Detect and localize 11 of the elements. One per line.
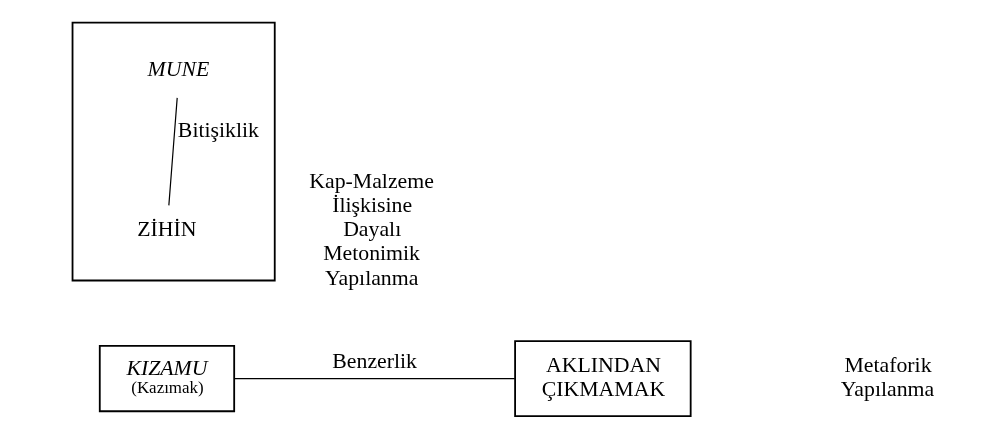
node-box: KIZAMU (Kazımak) [98,344,235,413]
edge-label: Bitişiklik [177,117,259,142]
node-box: AKLINDAN ÇIKMAMAK [513,340,692,418]
cluster [71,21,276,282]
label: Kap-Malzeme İlişkisine Dayalı Metonimik Yapılanma [308,168,434,290]
node-text: ZİHİN [136,217,197,242]
connector [167,97,178,206]
node-text: MUNE [147,57,209,82]
edge-label: Benzerlik [331,349,417,374]
connector [233,377,515,380]
label: Metaforik Yapılanma [840,352,934,402]
